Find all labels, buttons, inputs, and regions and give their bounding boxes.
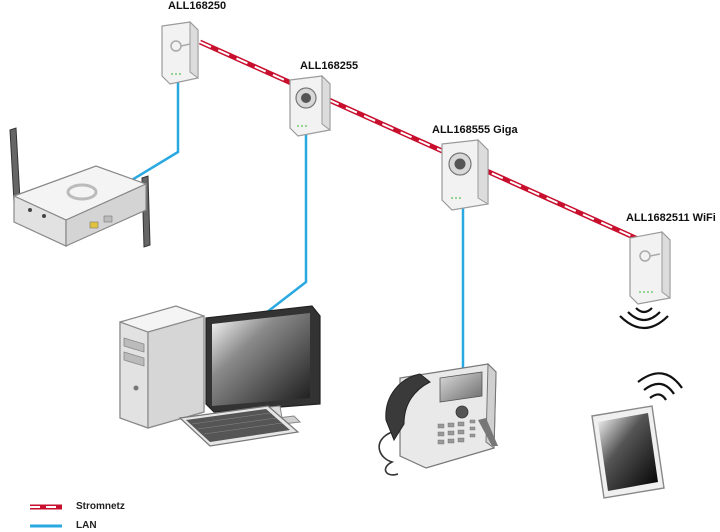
router-icon xyxy=(9,127,151,248)
powerline-adapter-3-icon xyxy=(441,138,489,211)
power-line xyxy=(198,39,642,243)
powerline-adapter-4-icon xyxy=(629,230,671,305)
keyboard-icon xyxy=(178,405,300,447)
computer-tower-icon xyxy=(119,305,205,429)
wifi-waves-icon xyxy=(619,307,669,330)
adapter-3-label: ALL168555 Giga xyxy=(432,124,518,136)
lan-cables xyxy=(121,80,465,368)
tablet-wifi-waves-icon xyxy=(637,372,683,401)
powerline-adapter-1-icon xyxy=(161,20,199,85)
adapter-4-label: ALL1682511 WiFi xyxy=(626,212,716,224)
adapter-1-label: ALL168250 xyxy=(168,0,227,12)
lan-cable-computer xyxy=(261,132,308,317)
legend-power-label: Stromnetz xyxy=(76,501,125,512)
tablet-icon xyxy=(591,405,665,499)
lan-cable-router xyxy=(121,80,180,188)
powerline-adapter-2-icon xyxy=(289,74,331,137)
desk-phone-icon xyxy=(378,362,498,476)
legend-lan-label: LAN xyxy=(76,520,97,531)
adapter-2-label: ALL168255 xyxy=(300,60,359,72)
